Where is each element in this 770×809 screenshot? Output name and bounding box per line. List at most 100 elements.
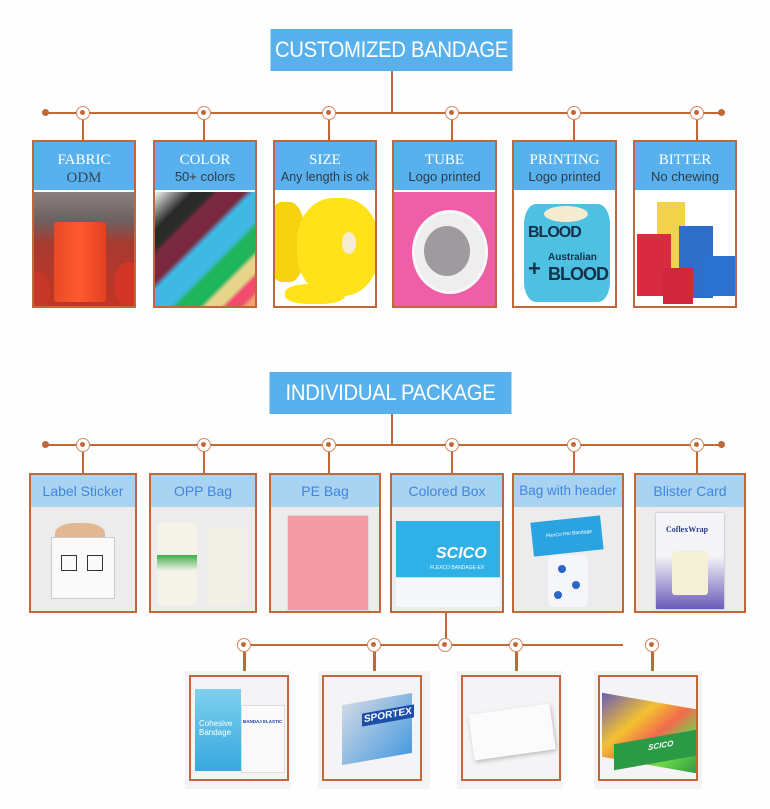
node-icon — [445, 106, 459, 120]
card-title: COLOR — [179, 152, 231, 168]
node-icon — [567, 106, 581, 120]
connector — [651, 652, 654, 672]
node-icon — [509, 638, 523, 652]
bag-header-image: FlexCo Pet Bandage — [514, 507, 622, 611]
connector — [82, 452, 84, 474]
node-icon — [645, 638, 659, 652]
connector — [451, 452, 453, 474]
blister-brand-text: CoflexWrap — [666, 525, 709, 534]
yellow-rolls-image — [275, 192, 375, 306]
node-icon — [367, 638, 381, 652]
card-blister-card: Blister Card CoflexWrap — [634, 473, 746, 613]
card-title: OPP Bag — [151, 475, 255, 507]
printed-roll-image: BLOOD + Australian BLOOD — [514, 192, 615, 306]
sub-card-cohesive-bandage: Cohesive Bandage BANDAJ ELASTIC — [185, 671, 291, 789]
box-brand-text: SCICO — [436, 545, 487, 562]
cohesive-box-image — [195, 689, 241, 771]
card-fabric: FABRIC ODM — [32, 140, 136, 308]
section-title-customized-bandage: CUSTOMIZED BANDAGE — [270, 29, 513, 71]
section-title-text: CUSTOMIZED BANDAGE — [274, 37, 509, 62]
blister-card-image: CoflexWrap — [636, 507, 744, 611]
card-subtitle: No chewing — [651, 169, 719, 184]
section-title-individual-package: INDIVIDUAL PACKAGE — [269, 372, 512, 414]
card-title: Bag with header — [514, 475, 622, 507]
pink-tube-image — [394, 192, 495, 306]
card-pe-bag: PE Bag — [269, 473, 381, 613]
box-product-text: FLEXCO BANDAGE-EX — [430, 565, 485, 571]
label-sticker-image — [31, 507, 135, 611]
card-title: PRINTING — [529, 152, 600, 168]
connector — [45, 444, 723, 446]
section-title-text: INDIVIDUAL PACKAGE — [285, 380, 496, 405]
bandaj-box-image — [241, 705, 285, 773]
card-subtitle: Any length is ok — [280, 170, 370, 184]
connector — [696, 120, 698, 141]
node-icon — [322, 438, 336, 452]
colored-box-image: SCICO FLEXCO BANDAGE-EX — [392, 507, 502, 611]
node-icon — [76, 106, 90, 120]
card-subtitle: Logo printed — [528, 169, 601, 184]
connector — [243, 644, 623, 646]
node-icon — [197, 438, 211, 452]
connector — [391, 414, 393, 445]
node-icon — [438, 638, 452, 652]
sub-card-display-box: SCICO — [594, 671, 702, 789]
node-icon — [76, 438, 90, 452]
node-icon — [690, 106, 704, 120]
card-subtitle: 50+ colors — [174, 169, 236, 184]
card-title: BITTER — [658, 152, 712, 168]
box-text: Cohesive Bandage — [199, 719, 233, 737]
card-color: COLOR 50+ colors — [153, 140, 257, 308]
color-fabrics-image — [155, 192, 255, 306]
node-icon — [197, 106, 211, 120]
connector — [373, 652, 376, 672]
node-icon — [322, 106, 336, 120]
card-bitter: BITTER No chewing — [633, 140, 737, 308]
node-icon — [567, 438, 581, 452]
connector — [515, 652, 518, 672]
connector — [696, 452, 698, 474]
sub-card-white-box — [457, 671, 563, 789]
fabric-image — [34, 192, 134, 306]
connector — [445, 613, 447, 645]
connector — [573, 452, 575, 474]
card-tube: TUBE Logo printed — [392, 140, 497, 308]
connector — [243, 652, 246, 672]
card-title: Blister Card — [636, 475, 744, 507]
connector — [82, 120, 84, 141]
pe-bag-image — [271, 507, 379, 611]
bitter-rolls-image — [635, 192, 735, 306]
line-end-dot — [718, 441, 725, 448]
sub-card-sportex: SPORTEX — [318, 671, 430, 789]
node-icon — [445, 438, 459, 452]
card-printing: PRINTING Logo printed BLOOD + Australian… — [512, 140, 617, 308]
card-title: SIZE — [309, 152, 341, 168]
connector — [328, 120, 330, 141]
card-title: Colored Box — [392, 475, 502, 507]
card-subtitle: Logo printed — [408, 169, 481, 184]
connector — [391, 71, 393, 114]
connector — [203, 120, 205, 141]
card-title: Label Sticker — [31, 475, 135, 507]
connector — [451, 120, 453, 141]
print-text: Australian — [548, 252, 597, 263]
line-end-dot — [42, 109, 49, 116]
card-opp-bag: OPP Bag — [149, 473, 257, 613]
card-subtitle: ODM — [66, 170, 102, 186]
connector — [573, 120, 575, 141]
node-icon — [690, 438, 704, 452]
line-end-dot — [42, 441, 49, 448]
card-colored-box: Colored Box SCICO FLEXCO BANDAGE-EX — [390, 473, 504, 613]
sportex-box-image — [342, 692, 412, 766]
opp-bag-image — [151, 507, 255, 611]
connector — [203, 452, 205, 474]
card-label-sticker: Label Sticker — [29, 473, 137, 613]
card-bag-with-header: Bag with header FlexCo Pet Bandage — [512, 473, 624, 613]
box-text: BANDAJ ELASTIC — [243, 719, 283, 724]
print-text: BLOOD — [528, 224, 582, 241]
node-icon — [237, 638, 251, 652]
connector — [328, 452, 330, 474]
print-text: BLOOD — [548, 264, 609, 284]
connector — [45, 112, 723, 114]
line-end-dot — [718, 109, 725, 116]
